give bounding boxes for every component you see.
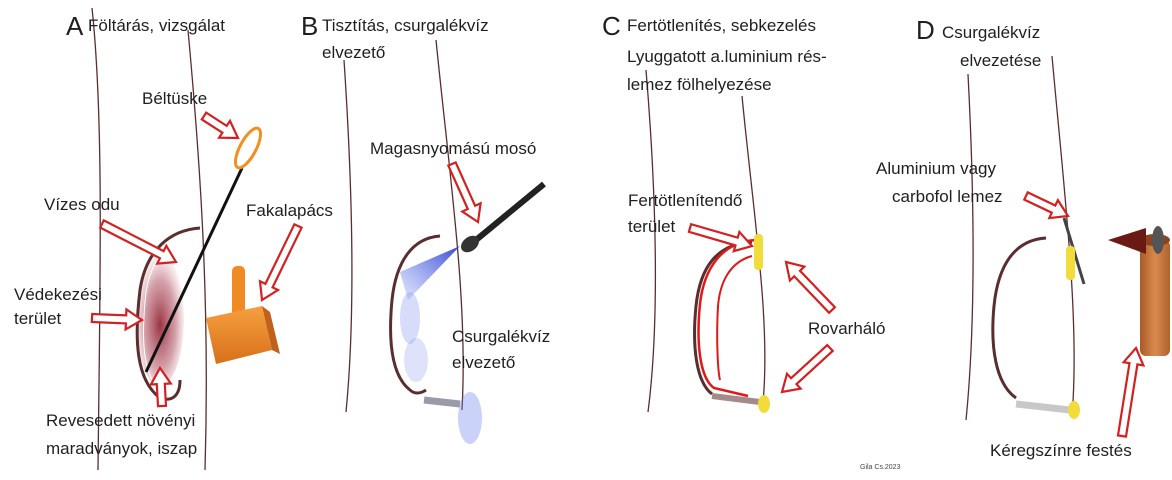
label-paint: Kéregszínre festés — [990, 440, 1132, 462]
drain-pipe — [712, 396, 760, 402]
label-washer: Magasnyomású mosó — [370, 138, 536, 160]
cavity-outline — [993, 238, 1046, 398]
panel-c-title-line1: Fertötlenítés, sebkezelés — [627, 15, 816, 37]
label-probe: Béltüske — [142, 88, 207, 110]
panel-b-title-line1: Tisztítás, csurgalékvíz — [322, 15, 489, 37]
label-remains-line1: Revesedett növényi — [46, 410, 195, 432]
panel-b-title-line2: elvezető — [322, 42, 385, 64]
arrow-washer — [448, 162, 480, 222]
rot-area — [136, 250, 184, 386]
trunk-outline-left — [966, 74, 973, 420]
panel-c-title-line3: lemez fölhelyezése — [627, 74, 772, 96]
label-wet-cavity: Vízes odu — [44, 194, 120, 216]
arrow-mallet — [260, 224, 302, 300]
disinfect-area — [699, 240, 756, 396]
trunk-outline-left — [344, 60, 352, 412]
brush-cone — [1108, 228, 1146, 254]
mesh-bottom — [758, 395, 770, 413]
arrow-disinfect — [689, 224, 752, 251]
label-protect-line1: Védekezési — [14, 284, 102, 306]
brush-tip — [1152, 226, 1164, 254]
panel-c-letter: C — [602, 12, 621, 40]
arrow-probe — [202, 113, 238, 138]
label-disinfect-line2: terület — [628, 216, 675, 238]
panel-b-drawing — [344, 40, 544, 444]
arrow-net-bottom — [782, 345, 833, 392]
label-remains-line2: maradványok, iszap — [46, 438, 197, 460]
panel-b-letter: B — [301, 12, 318, 40]
panel-d-title-line2: elvezetése — [960, 50, 1041, 72]
panel-d-letter: D — [916, 16, 935, 44]
drain-pipe — [1016, 404, 1070, 410]
label-plate-line2: carbofol lemez — [892, 186, 1003, 208]
panel-d-title-line1: Csurgalékvíz — [942, 22, 1040, 44]
trunk-outline-left — [92, 8, 100, 470]
label-drain-line1: Csurgalékvíz — [452, 326, 550, 348]
drain-water — [458, 392, 482, 444]
label-insect-net: Rovarháló — [808, 318, 886, 340]
mesh-top — [754, 234, 763, 270]
label-protect-line2: terület — [14, 308, 61, 330]
mesh-top — [1066, 246, 1075, 280]
arrow-plate — [1024, 192, 1068, 218]
label-drain-line2: elvezető — [452, 352, 515, 374]
mesh-bottom — [1068, 401, 1080, 419]
panel-a-title: Föltárás, vizsgálat — [88, 15, 225, 37]
label-mallet: Fakalapács — [246, 200, 333, 222]
author-credit: Gila Cs.2023 — [860, 464, 900, 472]
arrow-paint — [1118, 348, 1143, 437]
label-disinfect-line1: Fertötlenítendő — [628, 190, 742, 212]
label-plate-line1: Aluminium vagy — [876, 158, 996, 180]
wood-stake — [1140, 240, 1170, 356]
panel-c-title-line2: Lyuggatott a.luminium rés- — [627, 46, 827, 68]
arrow-net-top — [786, 262, 835, 313]
washer-lance — [476, 184, 544, 240]
panel-c-drawing — [646, 70, 770, 413]
trunk-outline-left — [646, 70, 655, 412]
mallet-head — [206, 306, 272, 364]
drain-pipe — [424, 400, 460, 404]
panel-a-letter: A — [66, 12, 83, 40]
